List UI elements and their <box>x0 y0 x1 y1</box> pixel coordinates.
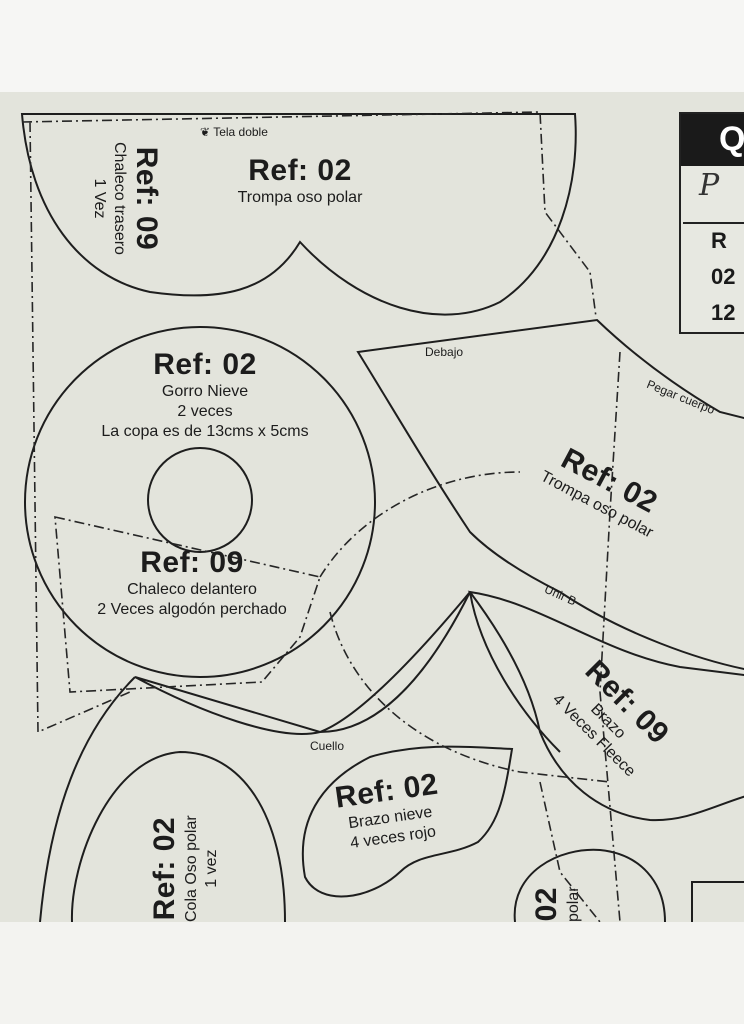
chaleco-delantero-ref: Ref: 09 <box>140 546 244 579</box>
trompa-top-name: Trompa oso polar <box>237 189 363 206</box>
cola-line2: 1 vez <box>203 849 220 888</box>
fold-icon: ❦ <box>200 125 211 139</box>
brazo-nieve-outline <box>301 745 514 898</box>
page-margin-top <box>0 0 744 92</box>
chaleco-trasero-ref: Ref: 09 <box>130 146 163 251</box>
chaleco-trasero-qty: 1 Vez <box>91 178 108 219</box>
header-script: P <box>699 168 720 203</box>
gorro-line2: 2 veces <box>177 403 233 420</box>
chaleco-delantero-line1: Chaleco delantero <box>127 581 257 598</box>
cuello-label: Cuello <box>310 739 345 753</box>
chaleco-trasero-name: Chaleco trasero <box>111 142 128 255</box>
gorro-label: Ref: 02 Gorro Nieve 2 veces La copa es d… <box>60 348 350 442</box>
header-letter: Q <box>719 120 744 158</box>
cola-outline <box>70 750 286 922</box>
cola-ref: Ref: 02 <box>148 816 181 921</box>
gorro-line1: Gorro Nieve <box>161 383 249 400</box>
trompa-top-label: Ref: 02 Trompa oso polar <box>220 154 380 208</box>
right-vertical-dashline <box>599 351 621 922</box>
chaleco-trasero-label: Ref: 09 Chaleco trasero 1 Vez <box>89 142 163 255</box>
body-right-outline <box>469 591 561 753</box>
bottom-right-outline <box>513 848 666 922</box>
trompa-right-outline <box>356 318 744 670</box>
trompa-top-outline <box>20 113 577 316</box>
magazine-header-box: Q P R 02 12 <box>679 112 744 334</box>
gorro-line3: La copa es de 13cms x 5cms <box>101 423 309 440</box>
header-row1: R <box>711 228 727 253</box>
bottom-right-label: 02 polar <box>530 886 584 922</box>
bottom-right-ref: 02 <box>530 887 563 922</box>
cuello-outline <box>134 591 471 735</box>
chaleco-delantero-line2: 2 Veces algodón perchado <box>97 601 287 618</box>
page-margin-bottom <box>0 922 744 1024</box>
header-row2: 02 <box>711 264 736 289</box>
trompa-dash-arc <box>319 471 521 578</box>
bottom-right-box <box>691 881 744 922</box>
cola-label: Ref: 02 Cola Oso polar 1 vez <box>148 815 222 922</box>
gorro-inner-circle <box>147 447 253 553</box>
gorro-outer-circle <box>24 326 376 678</box>
trompa-top-ref: Ref: 02 <box>248 154 352 187</box>
bottom-right-line1: polar <box>565 886 582 922</box>
cola-line1: Cola Oso polar <box>183 815 200 922</box>
chaleco-delantero-label: Ref: 09 Chaleco delantero 2 Veces algodó… <box>62 546 322 620</box>
brazo-nieve-label: Ref: 02 Brazo nieve 4 veces rojo <box>333 768 446 856</box>
tela-doble-text: Tela doble <box>213 125 268 139</box>
header-black-band: Q <box>681 114 744 166</box>
body-lower-outline <box>39 676 136 922</box>
gorro-ref: Ref: 02 <box>153 348 257 381</box>
pattern-lines <box>20 111 744 922</box>
chaleco-delantero-dashline <box>54 515 322 693</box>
debajo-label: Debajo <box>425 345 464 359</box>
header-row3: 12 <box>711 300 736 325</box>
brazo-fleece-outline <box>467 590 744 822</box>
pattern-sheet: Ref: 09 Chaleco trasero 1 Vez ❦ Tela dob… <box>0 92 744 922</box>
chaleco-trasero-dashline <box>21 111 597 734</box>
header-divider <box>683 222 744 224</box>
tela-doble-note: ❦ Tela doble <box>200 125 268 139</box>
lower-dash-arc <box>539 781 601 922</box>
